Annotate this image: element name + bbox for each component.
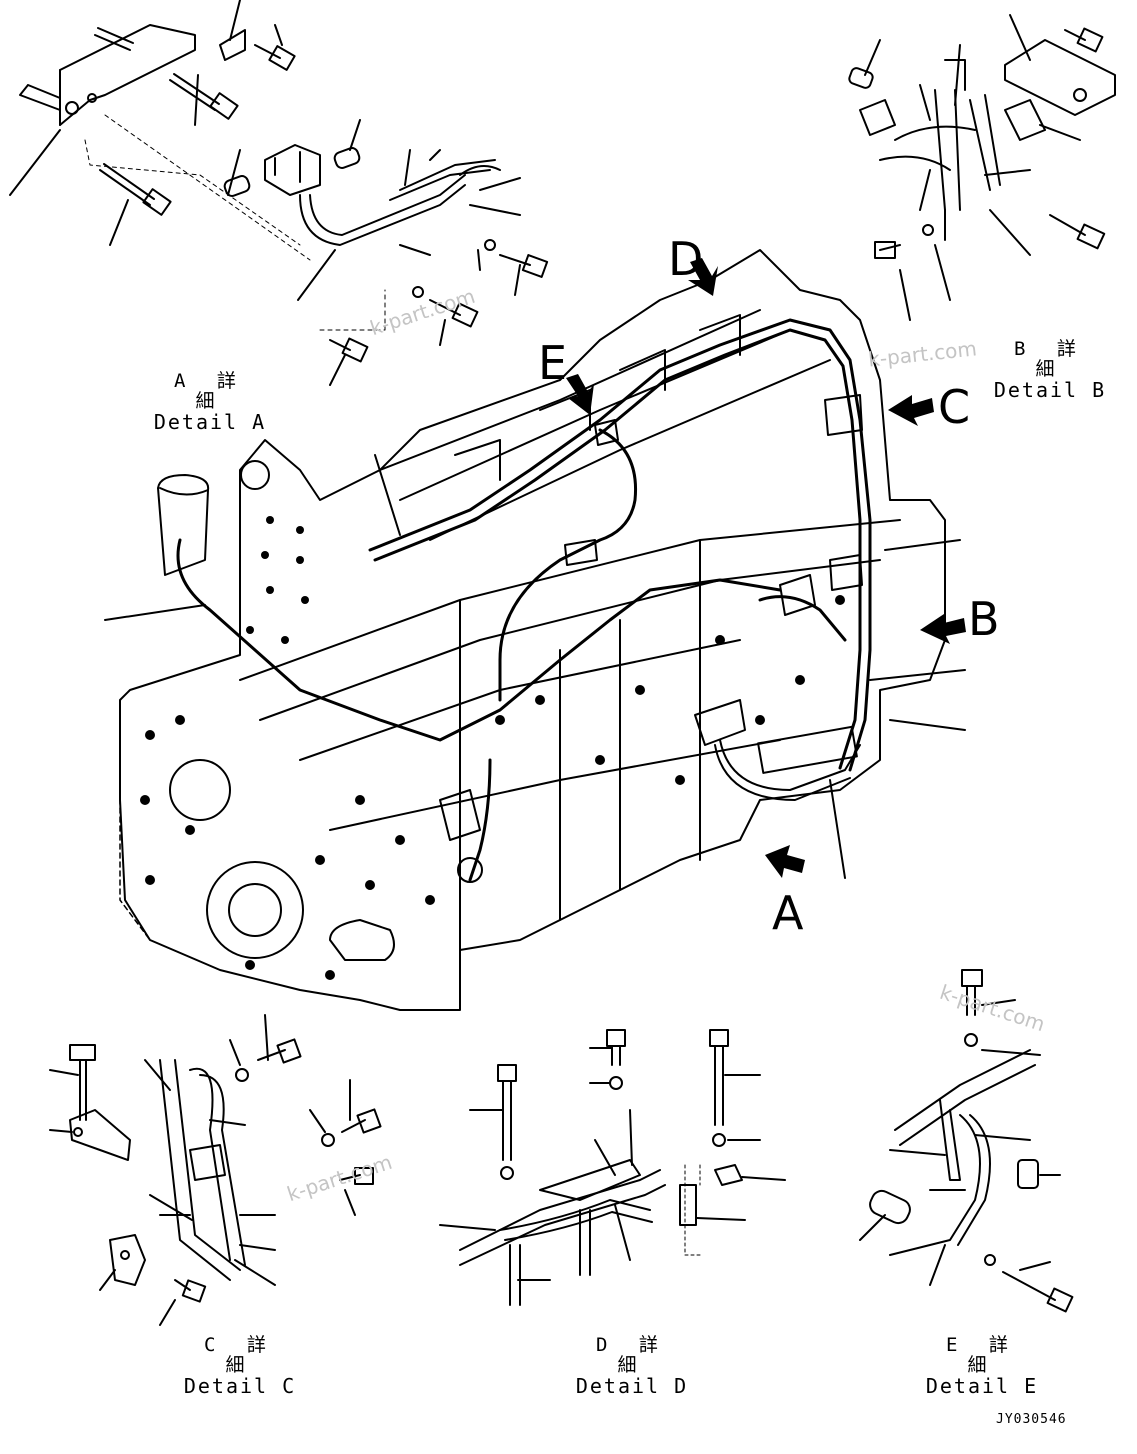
callout-letter-a: A <box>772 886 804 940</box>
detail-d-label-en: Detail D <box>575 1373 689 1398</box>
main-leaders <box>104 454 966 879</box>
detail-e-label-jp: E 詳 細 <box>946 1334 1018 1376</box>
detail-c-drawing <box>49 1014 382 1326</box>
engine-block <box>119 249 946 1011</box>
detail-b-label: B 詳 細 Detail B <box>990 338 1110 402</box>
detail-b-label-jp: B 詳 細 <box>1014 338 1086 380</box>
detail-a-drawing <box>9 0 549 386</box>
detail-d-drawing <box>439 1029 786 1306</box>
detail-c-label-en: Detail C <box>183 1373 297 1398</box>
detail-a-label-en: Detail A <box>153 409 267 434</box>
harness-connectors <box>439 394 863 883</box>
detail-c-label: C 詳 細 Detail C <box>180 1334 300 1398</box>
detail-d-label-jp: D 詳 細 <box>596 1334 668 1376</box>
detail-b-label-en: Detail B <box>993 377 1107 402</box>
callout-letter-c: C <box>938 380 971 434</box>
detail-c-label-jp: C 詳 細 <box>204 1334 276 1376</box>
detail-b-drawing <box>848 14 1116 321</box>
callout-letter-b: B <box>968 592 1000 646</box>
wiring-harness <box>176 318 872 882</box>
detail-d-label: D 詳 細 Detail D <box>572 1334 692 1398</box>
detail-a-label-jp: A 詳 細 <box>174 370 246 412</box>
detail-e-label: E 詳 細 Detail E <box>922 1334 1042 1398</box>
callout-letter-e: E <box>538 336 568 390</box>
detail-e-label-en: Detail E <box>925 1373 1039 1398</box>
drawing-code: JY030546 <box>996 1412 1067 1427</box>
callout-letter-d: D <box>668 232 704 286</box>
detail-a-label: A 詳 細 Detail A <box>150 370 270 434</box>
callout-arrows <box>566 258 966 878</box>
detail-e-drawing <box>859 969 1074 1313</box>
